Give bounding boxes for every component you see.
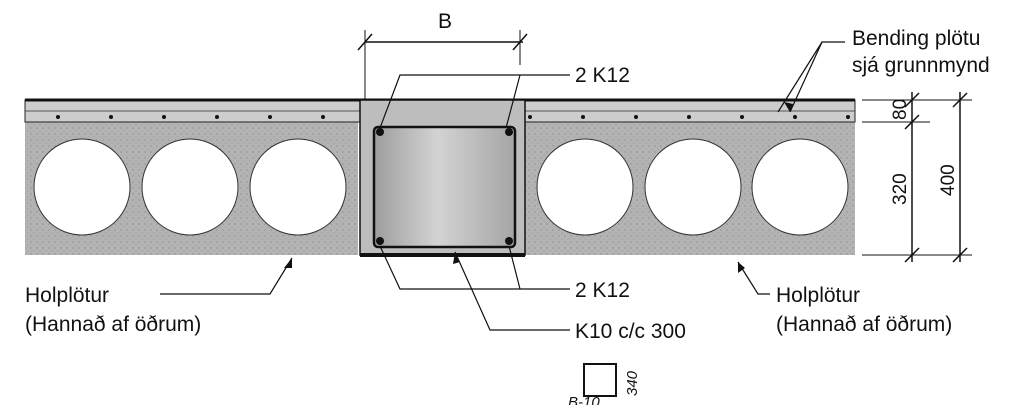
left-slab-label-1: Holplötur	[25, 284, 109, 307]
right-core-2	[644, 138, 742, 236]
width-dimension	[357, 30, 528, 100]
stirrup-mark-label: B-10	[568, 394, 600, 405]
right-core-3	[751, 138, 849, 236]
right-core-1	[536, 138, 634, 236]
stirrup-label: K10 c/c 300	[575, 320, 686, 343]
top-bar-right	[505, 128, 513, 136]
left-hollowcore-slab	[25, 120, 358, 255]
stirrup-size-label: 340	[624, 370, 641, 396]
beam-stirrup	[372, 125, 517, 249]
right-slab-label-2: (Hannað af öðrum)	[776, 313, 952, 336]
bottom-bar-left	[376, 237, 384, 245]
beam	[359, 99, 526, 257]
left-slab-label-2: (Hannað af öðrum)	[25, 313, 201, 336]
dim-400: 400	[938, 164, 959, 196]
top-rebar-label: 2 K12	[575, 64, 630, 87]
left-core-3	[249, 138, 347, 236]
left-core-2	[141, 138, 239, 236]
bottom-rebar-label: 2 K12	[575, 279, 630, 302]
top-bar-left	[376, 128, 384, 136]
leader-lines	[160, 41, 845, 331]
dim-320: 320	[890, 173, 911, 205]
left-core-1	[33, 138, 131, 236]
right-hollowcore-slab	[525, 120, 855, 255]
bottom-bar-right	[505, 237, 513, 245]
bending-label-1: Bending plötu	[852, 27, 980, 50]
right-slab-label-1: Holplötur	[776, 284, 860, 307]
stirrup-detail-square	[583, 363, 617, 397]
dimension-b-label: B	[438, 10, 452, 33]
dim-80: 80	[890, 99, 911, 120]
bending-label-2: sjá grunnmynd	[852, 54, 990, 77]
vertical-dimensions	[862, 92, 972, 263]
leader-arrows	[284, 102, 793, 273]
